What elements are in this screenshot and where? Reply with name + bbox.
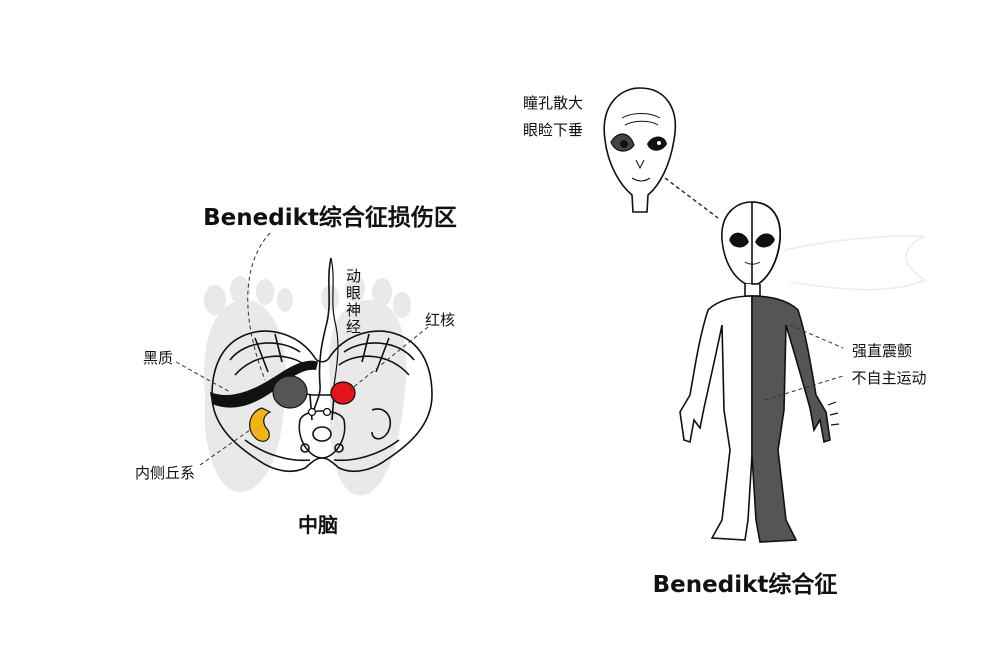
midbrain-label: 中脑 [298, 513, 338, 537]
midbrain-outline [211, 330, 433, 472]
medial-lemniscus-label: 内侧丘系 [135, 464, 195, 482]
oculomotor-nerve-label: 动眼神经 [344, 268, 362, 336]
substantia-nigra-label: 黑质 [143, 349, 173, 367]
left-pointers [175, 232, 429, 466]
ptosis-label: 眼睑下垂 [523, 121, 583, 139]
lesion-region [272, 375, 308, 409]
medial-lemniscus-yellow [249, 407, 272, 442]
zoom-head [603, 87, 676, 213]
lesion-title: Benedikt综合征损伤区 [203, 204, 457, 231]
figure-panel: 瞳孔散大 眼睑下垂 强直震颤 [523, 87, 927, 598]
oculomotor-nerve-line [313, 257, 332, 411]
red-nucleus-label: 红核 [425, 311, 455, 329]
figure-body [679, 201, 840, 543]
right-pointers [764, 324, 844, 401]
midbrain-panel: Benedikt综合征损伤区 黑质 内侧丘系 红核 动眼神经 中脑 [135, 204, 457, 537]
substantia-nigra-band [210, 360, 318, 408]
syndrome-title: Benedikt综合征 [653, 571, 838, 598]
pupil-dilation-label: 瞳孔散大 [523, 94, 583, 112]
footprint-background [204, 274, 411, 496]
red-nucleus [330, 381, 356, 405]
involuntary-movement-label: 不自主运动 [851, 369, 926, 387]
rigid-tremor-label: 强直震颤 [852, 342, 912, 360]
background-wisp [784, 235, 927, 291]
